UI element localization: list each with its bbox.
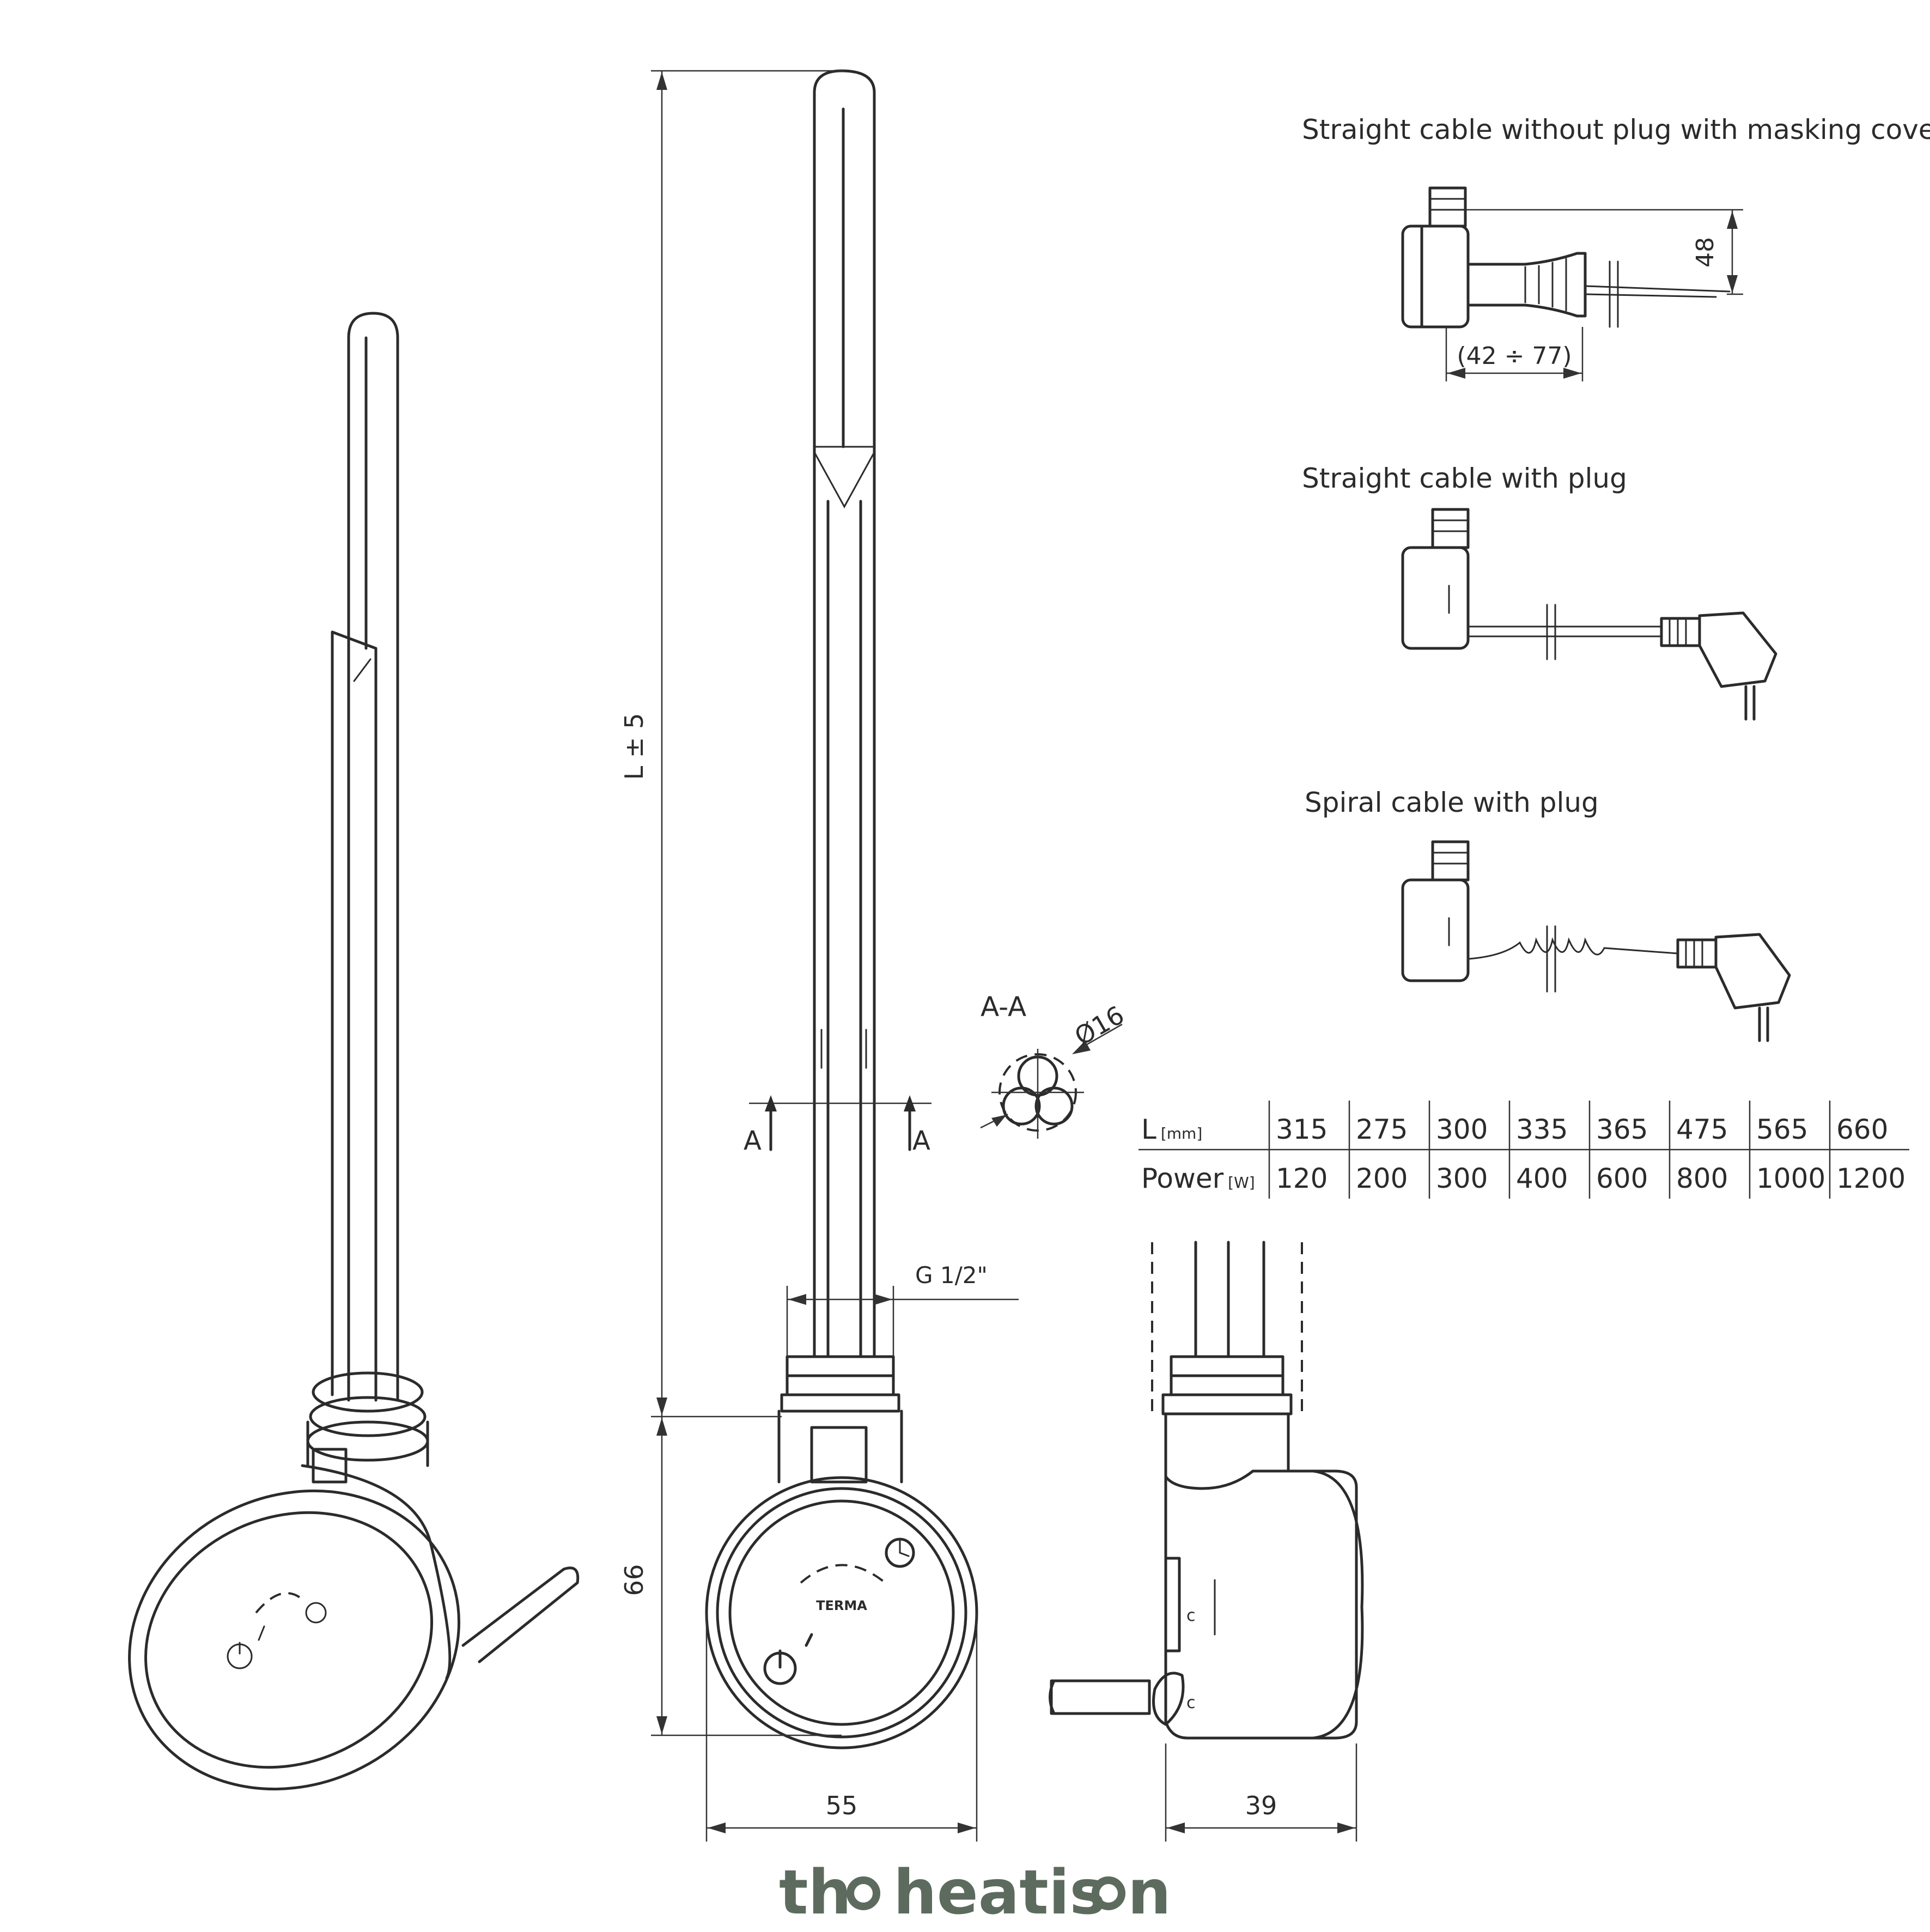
- table-row-label-length: L[mm]: [1141, 1114, 1202, 1145]
- table-cell-power: 600: [1596, 1163, 1648, 1194]
- table-cell-length: 275: [1356, 1114, 1408, 1145]
- table-cell-power: 120: [1276, 1163, 1328, 1194]
- brand-word-on: n: [1128, 1857, 1171, 1928]
- table-cell-power: 300: [1436, 1163, 1488, 1194]
- section-detail: A-A Ø16: [980, 991, 1129, 1139]
- table-cell-power: 800: [1676, 1163, 1728, 1194]
- dim-body-width: 55: [826, 1791, 858, 1820]
- side-mark-c1: c: [1186, 1606, 1196, 1625]
- brand-logo: th heat is n: [779, 1857, 1171, 1928]
- dim-thread: G 1/2": [915, 1262, 988, 1289]
- perspective-view: [128, 312, 580, 1791]
- variant-2-title: Straight cable with plug: [1302, 463, 1627, 494]
- variant-spiral-plug: Spiral cable with plug: [1305, 787, 1791, 1042]
- device-logo: TERMA: [816, 1598, 867, 1613]
- brand-word-heat: heat: [893, 1857, 1049, 1928]
- front-view: TERMA A A L ± 5 66 G 1/2" 55: [619, 69, 1019, 1842]
- variant-1-title: Straight cable without plug with masking…: [1302, 114, 1930, 145]
- table-cell-length: 315: [1276, 1114, 1328, 1145]
- brand-plug-icon: [1092, 1876, 1125, 1910]
- table-cell-power: 400: [1516, 1163, 1568, 1194]
- variant-3-title: Spiral cable with plug: [1305, 787, 1599, 818]
- section-marker-left: A: [744, 1126, 762, 1156]
- table-cell-power: 200: [1356, 1163, 1408, 1194]
- table-row-label-power: Power[W]: [1141, 1163, 1255, 1194]
- side-view: c c 39: [1049, 1241, 1364, 1842]
- variant-masking-cover: Straight cable without plug with masking…: [1302, 114, 1930, 381]
- table-cell-power: 1200: [1836, 1163, 1905, 1194]
- section-marker-right: A: [912, 1126, 930, 1156]
- table-cell-length: 300: [1436, 1114, 1488, 1145]
- brand-word-the: th: [779, 1857, 851, 1928]
- table-cell-length: 565: [1756, 1114, 1808, 1145]
- variant-1-dim-height: 48: [1691, 237, 1719, 268]
- brand-bulb-icon: [847, 1876, 880, 1910]
- table-cell-length: 335: [1516, 1114, 1568, 1145]
- dim-length: L ± 5: [619, 713, 649, 780]
- table-cell-power: 1000: [1756, 1163, 1825, 1194]
- spec-table: L[mm] Power[W] 315 120 275 200 300 300 335 400 3…: [1138, 1101, 1909, 1199]
- dim-body-depth: 39: [1245, 1791, 1277, 1820]
- table-cell-length: 365: [1596, 1114, 1648, 1145]
- table-cell-length: 475: [1676, 1114, 1728, 1145]
- table-cell-length: 660: [1836, 1114, 1888, 1145]
- variant-straight-plug: Straight cable with plug: [1302, 463, 1777, 721]
- variant-1-dim-range: (42 ÷ 77): [1457, 342, 1572, 370]
- side-mark-c2: c: [1186, 1693, 1196, 1712]
- section-label: A-A: [981, 991, 1026, 1023]
- dim-body-height: 66: [619, 1564, 649, 1596]
- section-diameter: Ø16: [1070, 1000, 1129, 1051]
